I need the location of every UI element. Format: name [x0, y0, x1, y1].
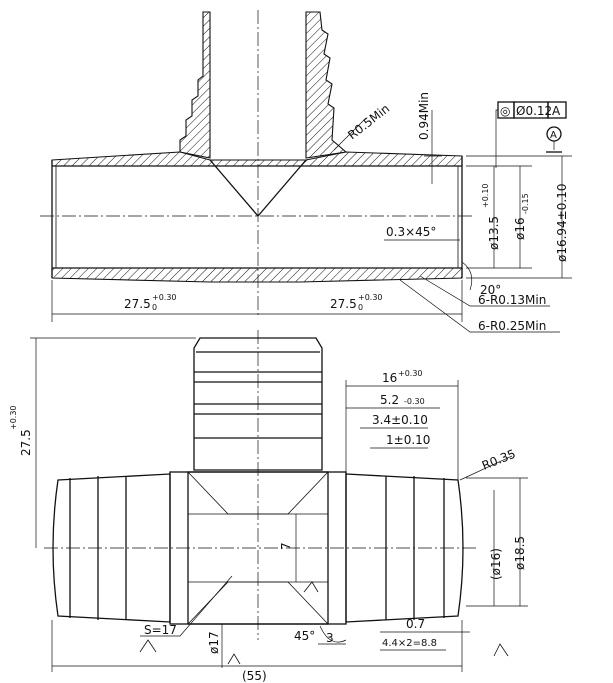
label-chamfer: 0.3×45° [386, 225, 436, 239]
label-len-right-tol-up: +0.30 [358, 293, 383, 302]
finish-mark-2 [227, 653, 241, 665]
arc-45 [319, 625, 347, 643]
label-3: 3 [326, 631, 334, 645]
label-len-right: 27.5 [330, 297, 357, 311]
label-17: ø17 [207, 631, 221, 654]
frame-leader [495, 109, 498, 168]
exterior-view: 27.5 +0.30 16 +0.30 5.2 -0.30 3.4±0.10 1… [9, 330, 528, 683]
label-s17: S=17 [144, 623, 177, 637]
label-16: ø16 [513, 217, 527, 240]
label-07: 0.7 [406, 617, 425, 631]
label-r025: 6-R0.25Min [478, 319, 546, 333]
label-dia16: (ø16) [489, 548, 503, 580]
finish-mark-3 [303, 581, 319, 593]
leader-r013 [419, 275, 550, 307]
label-16-len-tol: +0.30 [398, 369, 423, 378]
label-r013: 6-R0.13Min [478, 293, 546, 307]
leader-r035 [459, 455, 513, 481]
label-r035: R0.35 [480, 447, 518, 473]
label-height: 27.5 [19, 429, 33, 456]
label-20: 20° [480, 283, 501, 297]
label-len-left-tol-up: +0.30 [152, 293, 177, 302]
tolerance-datum: A [552, 104, 561, 118]
label-overall: (55) [242, 669, 267, 683]
run-left-end [52, 473, 171, 623]
label-135-tol: +0.10 [481, 183, 490, 208]
concentricity-icon: ◎ [500, 104, 510, 118]
label-16-len: 16 [382, 371, 397, 385]
label-len-left: 27.5 [124, 297, 151, 311]
branch-body [193, 337, 323, 471]
label-1: 1±0.10 [386, 433, 430, 447]
datum-label: A [550, 130, 557, 141]
finish-mark-4 [493, 643, 509, 657]
label-len-right-tol-low: 0 [358, 303, 363, 312]
section-view: R0.5Min 0.94Min ◎ Ø0.12 A A ø13.5 +0.10 … [40, 10, 572, 333]
label-16-tol: -0.15 [521, 193, 530, 214]
run-wall-bottom [51, 267, 463, 283]
branch-wall-right [305, 11, 348, 159]
label-len-left-tol-low: 0 [152, 303, 157, 312]
leader-r025 [399, 279, 560, 333]
run-wall-top [51, 151, 463, 167]
branch-wall-left [179, 11, 211, 159]
run-right-end [345, 473, 464, 623]
label-pitch: 4.4×2=8.8 [382, 638, 437, 649]
label-52-tol: -0.30 [404, 397, 425, 406]
label-7: 7 [279, 542, 293, 550]
tolerance-value: Ø0.12 [516, 104, 552, 118]
finish-mark-1 [139, 639, 157, 653]
label-34: 3.4±0.10 [372, 413, 428, 427]
leader-r05 [333, 117, 367, 151]
label-dia185: ø18.5 [513, 536, 527, 570]
label-135: ø13.5 [487, 216, 501, 250]
label-r05: R0.5Min [345, 101, 392, 142]
leader-s17 [140, 575, 233, 637]
arc-20 [461, 261, 473, 291]
label-45: 45° [294, 629, 315, 643]
label-094: 0.94Min [417, 92, 431, 140]
tolerance-frame: ◎ Ø0.12 A [497, 101, 567, 119]
label-height-tol-up: +0.30 [9, 405, 18, 430]
label-1694: ø16.94±0.10 [555, 184, 569, 262]
label-52: 5.2 [380, 393, 399, 407]
